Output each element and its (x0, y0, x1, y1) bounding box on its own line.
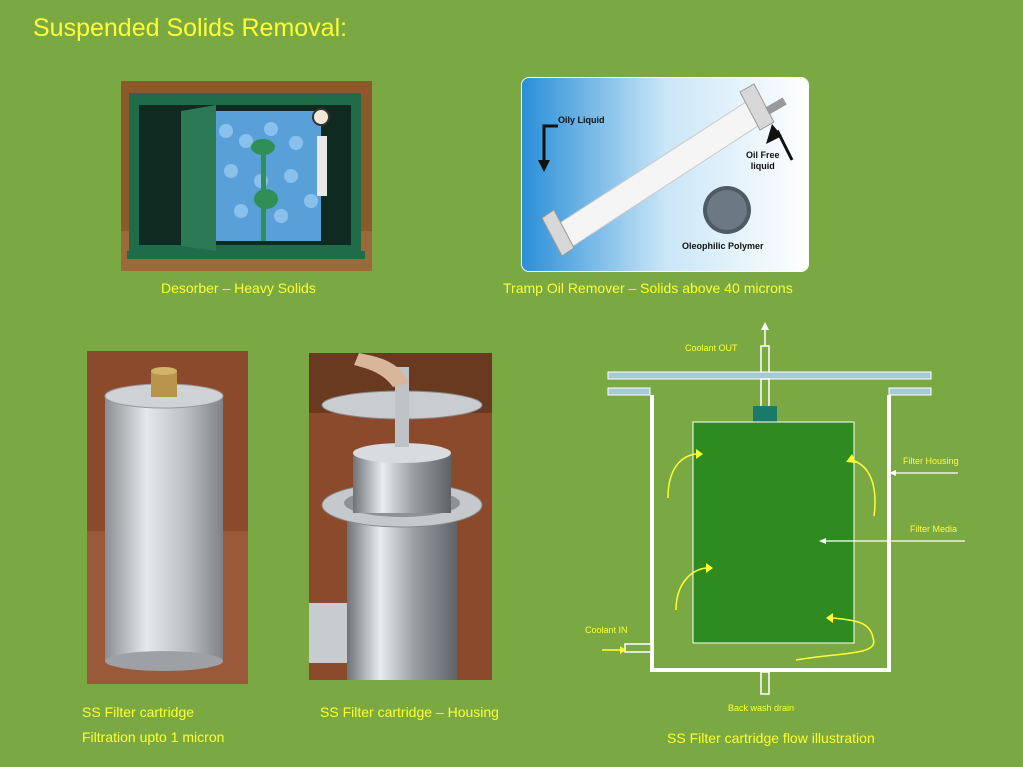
right-flange (888, 387, 932, 396)
oily-liquid-label: Oily Liquid (558, 115, 605, 125)
filter-media-block (692, 421, 855, 644)
filter-media-label: Filter Media (910, 524, 958, 534)
left-flange (607, 387, 651, 396)
filter-housing-label: Filter Housing (903, 456, 959, 466)
ss-filter-housing-photo (309, 353, 492, 680)
flow-caption: SS Filter cartridge flow illustration (667, 730, 875, 746)
oleophilic-polymer-label: Oleophilic Polymer (682, 241, 764, 251)
housing-wall (650, 395, 891, 672)
oil-free-line-2: liquid (750, 161, 775, 171)
tramp-caption: Tramp Oil Remover – Solids above 40 micr… (503, 280, 793, 296)
drain-pipe (760, 671, 770, 695)
housing-caption: SS Filter cartridge – Housing (320, 704, 499, 720)
flow-arrows (667, 453, 876, 661)
media-cap (753, 406, 777, 422)
back-wash-drain-label: Back wash drain (728, 703, 795, 713)
slide-title: Suspended Solids Removal: (33, 14, 348, 42)
tramp-oil-remover-photo (521, 77, 809, 272)
outlet-pipe (760, 345, 770, 375)
oil-free-liquid-label: Oil Free liquid (746, 150, 780, 172)
cartridge-note: Filtration upto 1 micron (82, 729, 225, 745)
coolant-in-label: Coolant IN (585, 625, 628, 635)
inlet-pipe (624, 643, 652, 653)
ss-filter-cartridge-photo (87, 351, 248, 684)
flow-diagram (580, 320, 1000, 710)
cartridge-caption: SS Filter cartridge (82, 704, 195, 720)
desorber-photo (121, 81, 372, 271)
desorber-caption: Desorber – Heavy Solids (161, 280, 316, 296)
oil-free-line-1: Oil Free (746, 150, 780, 160)
housing-lid (607, 371, 932, 380)
coolant-out-label: Coolant OUT (685, 343, 738, 353)
